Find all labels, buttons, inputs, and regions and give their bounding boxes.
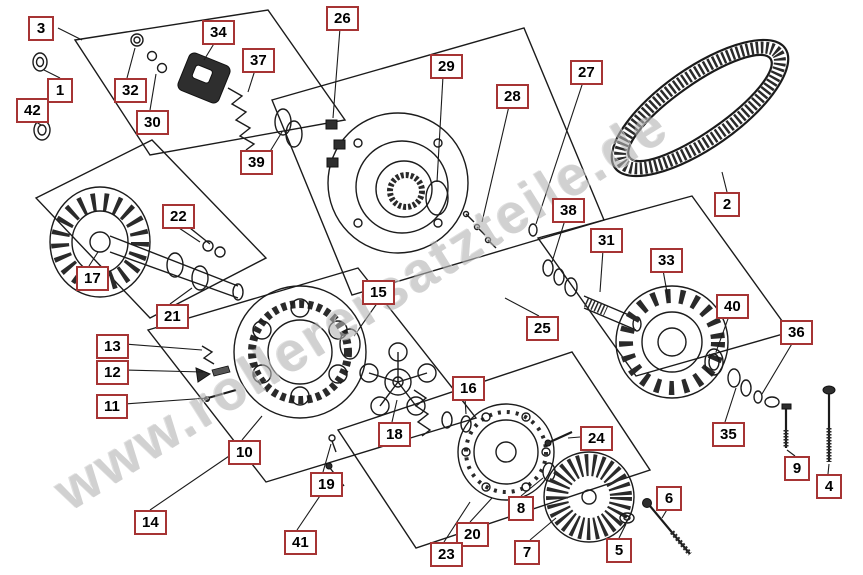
plane-outlines xyxy=(34,9,792,549)
callout-16: 16 xyxy=(452,376,485,401)
callout-32: 32 xyxy=(114,78,147,103)
callout-34: 34 xyxy=(202,20,235,45)
callout-29: 29 xyxy=(430,54,463,79)
callout-3: 3 xyxy=(28,16,54,41)
callout-8: 8 xyxy=(508,496,534,521)
callout-7: 7 xyxy=(514,540,540,565)
callout-21: 21 xyxy=(156,304,189,329)
callout-18: 18 xyxy=(378,422,411,447)
callout-11: 11 xyxy=(96,394,128,419)
right-fasteners-drawing xyxy=(764,385,836,462)
callout-10: 10 xyxy=(228,440,261,465)
callout-42: 42 xyxy=(16,98,49,123)
callout-17: 17 xyxy=(76,266,109,291)
leader-lines xyxy=(32,27,830,543)
drive-belt-drawing xyxy=(610,38,790,178)
callout-2: 2 xyxy=(714,192,740,217)
callout-37: 37 xyxy=(242,48,275,73)
pulley-face-drawing xyxy=(325,112,538,254)
driven-pulley-drawing xyxy=(542,259,763,404)
callout-13: 13 xyxy=(96,334,129,359)
callout-27: 27 xyxy=(570,60,603,85)
callout-38: 38 xyxy=(552,198,585,223)
callout-19: 19 xyxy=(310,472,343,497)
callout-25: 25 xyxy=(526,316,559,341)
callout-30: 30 xyxy=(136,110,169,135)
callout-33: 33 xyxy=(650,248,683,273)
callout-1: 1 xyxy=(47,78,73,103)
callout-39: 39 xyxy=(240,150,273,175)
callout-31: 31 xyxy=(590,228,623,253)
callout-24: 24 xyxy=(580,426,613,451)
callout-41: 41 xyxy=(284,530,317,555)
callout-36: 36 xyxy=(780,320,813,345)
callout-14: 14 xyxy=(134,510,167,535)
callout-12: 12 xyxy=(96,360,129,385)
callout-4: 4 xyxy=(816,474,842,499)
callout-15: 15 xyxy=(362,280,395,305)
callout-5: 5 xyxy=(606,538,632,563)
callout-23: 23 xyxy=(430,542,463,567)
callout-26: 26 xyxy=(326,6,359,31)
callout-9: 9 xyxy=(784,456,810,481)
callout-35: 35 xyxy=(712,422,745,447)
callout-28: 28 xyxy=(496,84,529,109)
watermark: www.rollerersatzteile.de xyxy=(43,92,680,523)
callout-6: 6 xyxy=(656,486,682,511)
callout-40: 40 xyxy=(716,294,749,319)
callout-22: 22 xyxy=(162,204,195,229)
drum-plate-drawing xyxy=(457,403,573,501)
variator-drawing xyxy=(195,285,367,487)
